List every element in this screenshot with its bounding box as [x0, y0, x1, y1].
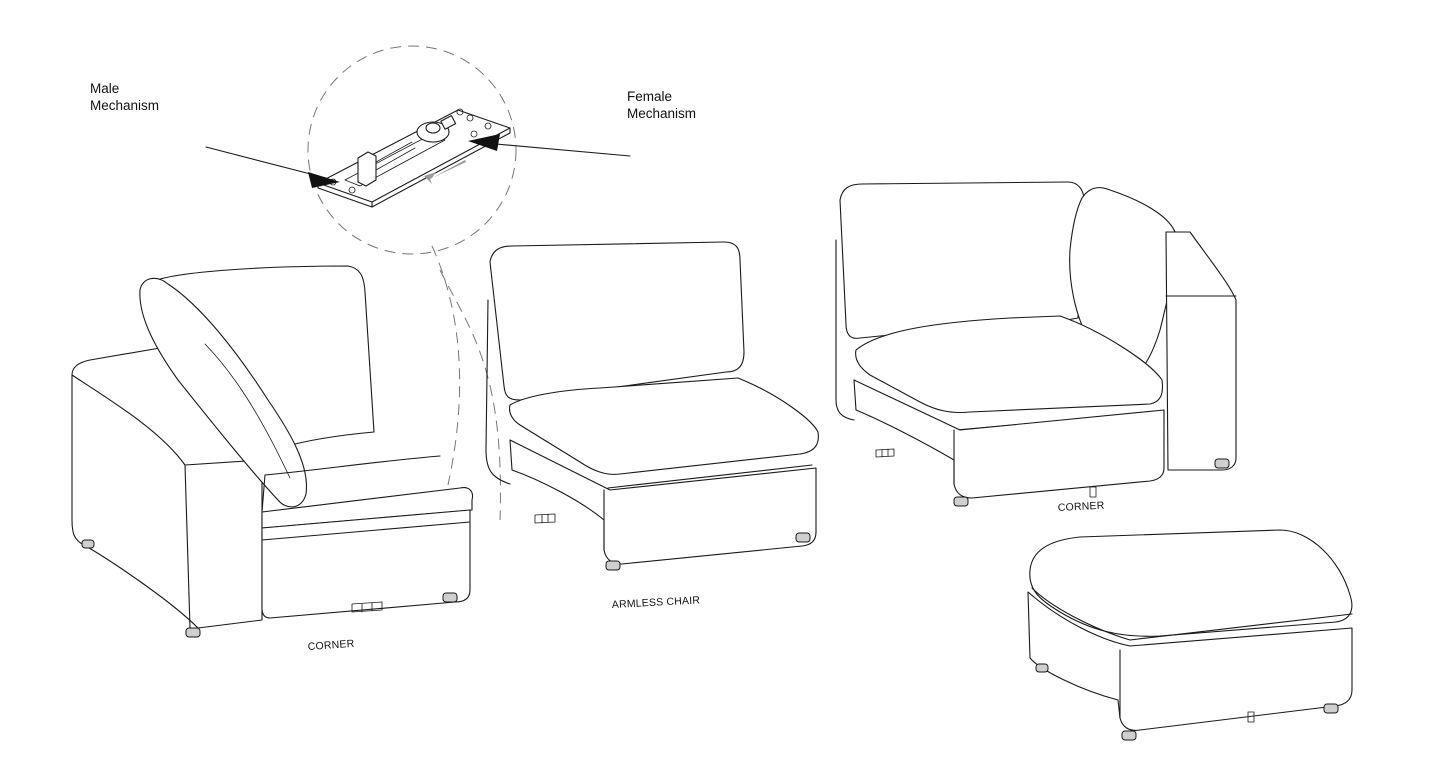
ottoman-module — [1027, 529, 1353, 741]
sofa-connector-bracket-icon — [351, 601, 383, 613]
corner-right-caption: CORNER — [1058, 500, 1105, 514]
magnifier-lead-line — [431, 245, 461, 486]
female-pointer-arrowhead — [468, 134, 500, 151]
corner-right-back-frame — [835, 239, 855, 421]
corner-right-side-cushion — [1069, 187, 1177, 379]
female-latch — [440, 115, 457, 130]
magnifier-lead-line-2 — [439, 269, 501, 521]
corner-left-arm-front-edge — [184, 464, 191, 629]
armless-chair-module — [485, 241, 819, 571]
corner-left-seat-top — [261, 455, 441, 513]
female-mechanism-label-line1: Female — [627, 89, 672, 104]
corner-module-right — [835, 181, 1237, 507]
magnifier-circle — [307, 45, 517, 255]
connector-plate-edge-right — [371, 127, 511, 208]
leg — [1214, 458, 1230, 469]
ottoman-cushion-lower-edge — [1031, 587, 1353, 641]
male-mechanism-label-line2: Mechanism — [90, 98, 159, 113]
corner-left-back-cushion — [149, 265, 375, 449]
corner-right-seat-cushion — [855, 315, 1164, 414]
male-pointer-arrowhead — [308, 172, 340, 188]
leg — [1323, 703, 1339, 714]
male-pointer — [205, 146, 340, 188]
sofa-connector-bracket-icon — [1089, 486, 1097, 498]
magnifier-callout — [307, 45, 517, 521]
slide-direction-arrow — [424, 160, 466, 184]
ottoman-cushion — [1029, 529, 1353, 637]
male-hook-teeth — [375, 141, 416, 171]
corner-right-arm — [1165, 231, 1237, 471]
corner-right-base — [853, 379, 1165, 499]
connector-slot — [344, 134, 446, 187]
leg — [953, 496, 969, 507]
leg — [81, 539, 95, 549]
armless-chair-caption: ARMLESS CHAIR — [612, 594, 701, 611]
connector-plate — [317, 109, 511, 203]
corner-module-left — [71, 265, 474, 638]
armless-seat-front-edge — [607, 464, 813, 489]
leg — [442, 592, 458, 603]
male-hook — [357, 151, 377, 187]
corner-left-base — [261, 509, 471, 619]
male-mechanism-label-line1: Male — [90, 81, 119, 96]
corner-left-arm-top-edge — [71, 374, 263, 466]
female-pin — [425, 122, 441, 134]
leg — [605, 560, 621, 571]
leg — [1035, 663, 1049, 673]
corner-left-side-cushion-seam — [204, 343, 291, 479]
sofa-connector-bracket-icon — [875, 448, 895, 458]
sofa-connector-bracket-icon — [1247, 711, 1255, 723]
leg — [185, 627, 201, 638]
corner-left-seat-cushion — [261, 487, 474, 529]
corner-left-side-cushion — [139, 277, 308, 508]
female-pointer — [468, 134, 631, 157]
armless-back-cushion — [489, 241, 745, 401]
corner-left-caption: CORNER — [307, 638, 355, 653]
armless-seat-cushion — [508, 377, 819, 475]
armless-base — [509, 439, 817, 565]
corner-right-back-cushion — [839, 181, 1085, 339]
leg — [795, 532, 811, 543]
connector-detail — [317, 108, 511, 208]
leg — [1121, 730, 1137, 741]
female-mechanism-label-line2: Mechanism — [627, 106, 696, 121]
armless-back-frame — [485, 299, 511, 485]
sofa-connector-bracket-icon — [534, 513, 556, 524]
